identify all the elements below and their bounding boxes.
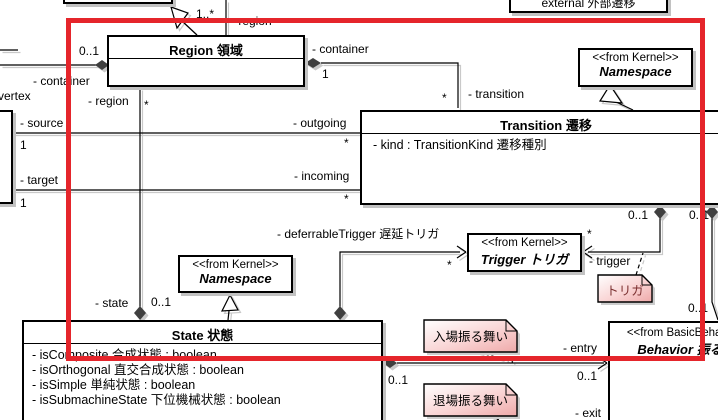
edge-label-container-right: - container [312, 42, 369, 56]
class-title: Trigger トリガ [480, 252, 569, 267]
note-fold [505, 384, 517, 396]
class-attribute: - kind : TransitionKind 遷移種別 [373, 138, 547, 152]
edge-label-mult-trigger: * [587, 227, 592, 241]
stereotype-label: <<from Kernel>> [192, 259, 279, 271]
enum-literal: external 外部遷移 [541, 0, 636, 10]
namespace-top-class-box: <<from Kernel>> Namespace [578, 48, 693, 87]
edge-label-mult-entry-left: 0..1 [388, 373, 409, 387]
edge-label-mult-incoming: * [344, 192, 349, 206]
statemachine-class-box [63, 0, 173, 4]
attribute-compartment: - kind : TransitionKind 遷移種別 [362, 134, 718, 153]
note-fold [641, 275, 652, 286]
edge-label-source: - source [20, 116, 64, 130]
edge-label-transition: - transition [468, 87, 525, 101]
edge-label-vertex: vertex [0, 89, 31, 103]
edge-label-trigger: - trigger [589, 254, 631, 268]
edge-label-container-left: - container [33, 74, 90, 88]
edge-label-entry: - entry [563, 341, 598, 355]
trigger-class-box: <<from Kernel>> Trigger トリガ [467, 233, 582, 272]
class-attribute: - isSimple 単純状態 : boolean [32, 378, 196, 392]
trigger-note-shape [597, 274, 653, 303]
edge-label-mult-container-right: 1 [322, 67, 329, 81]
note-shapes [423, 274, 655, 419]
edge-label-incoming: - incoming [294, 169, 350, 183]
vertex-class-box [0, 110, 13, 204]
edge-label-target: - target [20, 173, 59, 187]
edge-label-mult-behavior-top: 0..1 [689, 208, 710, 222]
note-fold [505, 320, 517, 332]
edge-label-mult-region-top: 1..* [196, 7, 215, 21]
attribute-compartment: - isComposite 合成状態 : boolean- isOrthogon… [24, 344, 381, 408]
exit-note-shape [423, 383, 518, 417]
class-title: Namespace [599, 64, 672, 79]
transition-class-box: Transition 遷移 - kind : TransitionKind 遷移… [360, 110, 718, 205]
class-attribute: - isComposite 合成状態 : boolean [32, 348, 217, 362]
class-title: State 状態 [24, 322, 381, 344]
edge-label-mult-behavior-mid: 0..1 [688, 301, 709, 315]
class-title: Transition 遷移 [362, 112, 718, 134]
region-class-box: Region 領域 [107, 35, 305, 87]
stereotype-label: <<from Kernel>> [592, 52, 679, 64]
edge-label-mult-state: 0..1 [151, 295, 172, 309]
edge-label-mult-region-left: 0..1 [79, 44, 100, 58]
edge-label-outgoing: - outgoing [293, 116, 347, 130]
edge-label-mult-trigger-01: 0..1 [628, 208, 649, 222]
edge-label-mult-outgoing: * [344, 136, 349, 150]
state-class-box: State 状態 - isComposite 合成状態 : boolean- i… [22, 320, 383, 420]
class-attribute: - isOrthogonal 直交合成状態 : boolean [32, 363, 244, 377]
entry-note-label: 入場振る舞い [432, 330, 508, 344]
edge-label-region-mid: - region [88, 94, 129, 108]
edge-label-mult-deferrable: * [447, 258, 452, 272]
edge-label-region-top: - region [231, 14, 272, 28]
class-title: Region 領域 [109, 37, 303, 59]
stereotype-label: <<from Kernel>> [481, 237, 568, 249]
stereotype-label: <<from BasicBehaviors>> [626, 327, 718, 339]
class-title: Behavior 振る舞い [637, 342, 718, 357]
edge-label-mult-entry-right: 0..1 [577, 369, 598, 383]
class-title: Namespace [199, 271, 272, 286]
namespace-mid-class-box: <<from Kernel>> Namespace [178, 255, 293, 293]
exit-note-label: 退場振る舞い [432, 394, 508, 408]
edge-label-mult-source: 1 [20, 138, 27, 152]
class-attribute: - isSubmachineState 下位機械状態 : boolean [32, 393, 281, 407]
entry-note-shape [423, 319, 518, 353]
trigger-note-label: トリガ [606, 284, 644, 298]
edge-label-mult-transition: * [442, 91, 447, 105]
edge-label-exit: - exit [575, 406, 602, 420]
edge-label-deferrable-trigger: - deferrableTrigger 遅延トリガ [277, 227, 440, 241]
edge-label-mult-region-mid: * [144, 98, 149, 112]
external-enum-box: external 外部遷移 [509, 0, 668, 13]
edge-label-state: - state [95, 296, 129, 310]
edge-label-mult-target: 1 [20, 196, 27, 210]
behavior-class-box: <<from BasicBehaviors>> Behavior 振る舞い [608, 321, 718, 420]
